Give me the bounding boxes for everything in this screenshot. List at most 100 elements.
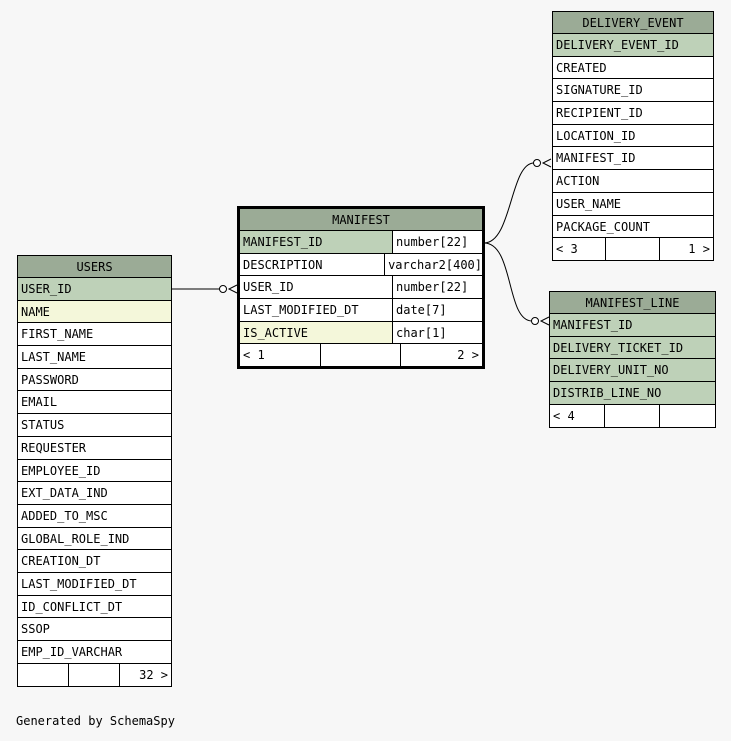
column-name: NAME (18, 300, 171, 323)
column-row: NAME (18, 300, 171, 324)
column-name: EMP_ID_VARCHAR (21, 645, 123, 659)
column-name: STATUS (21, 418, 65, 433)
column-name: FIRST_NAME (21, 327, 94, 342)
column-row: SSOP (18, 618, 171, 641)
column-name: LOCATION_ID (556, 128, 636, 143)
table-delivery-event[interactable]: DELIVERY_EVENT DELIVERY_EVENT_ID CREATED S… (552, 11, 714, 262)
column-name: LAST_MODIFIED_DT (240, 299, 393, 321)
footer-parents-count: 2 > (457, 348, 479, 363)
footer-children-count: < 1 (240, 344, 321, 367)
column-name: ID_CONFLICT_DT (21, 599, 123, 614)
column-row: PACKAGE_COUNT (553, 216, 713, 239)
column-row: DELIVERY_EVENT_ID (553, 34, 713, 57)
footer-parents-count (660, 405, 715, 427)
footer-children-count (18, 663, 69, 686)
column-name: DELIVERY_UNIT_NO (550, 359, 715, 382)
table-footer: < 3 1 > (553, 238, 713, 261)
column-row: ACTION (553, 170, 713, 193)
column-row: LAST_MODIFIED_DT (18, 573, 171, 596)
link-optional-marker (531, 317, 539, 325)
table-footer: < 4 (550, 404, 715, 427)
column-row: DISTRIB_LINE_NO (550, 382, 715, 405)
link-crowfoot (539, 316, 550, 326)
column-name: SSOP (21, 622, 50, 637)
column-row: EMPLOYEE_ID (18, 460, 171, 483)
column-name: MANIFEST_ID (556, 151, 636, 166)
column-name: DELIVERY_TICKET_ID (550, 336, 715, 359)
link-manifest-manifest-line (483, 242, 533, 322)
column-name: IS_ACTIVE (240, 321, 393, 344)
column-row: PASSWORD (18, 369, 171, 392)
column-row: STATUS (18, 414, 171, 437)
column-row: EXT_DATA_IND (18, 482, 171, 505)
footer-children-count: < 4 (550, 404, 605, 427)
column-row: DELIVERY_UNIT_NO (550, 359, 715, 383)
column-name: USER_NAME (556, 196, 622, 211)
column-name: EMAIL (21, 395, 58, 410)
column-row: CREATION_DT (18, 550, 171, 573)
link-crowfoot (227, 284, 238, 294)
footer-spacer (321, 344, 402, 367)
link-optional-marker (219, 285, 227, 293)
column-name: LAST_MODIFIED_DT (21, 576, 137, 591)
column-row: USER_ID (18, 278, 171, 301)
generated-by-caption: Generated by SchemaSpy (16, 714, 175, 728)
footer-parents-count: 1 > (688, 242, 710, 257)
column-name: CREATION_DT (21, 554, 101, 569)
column-row: RECIPIENT_ID (553, 102, 713, 125)
column-name: PACKAGE_COUNT (556, 219, 650, 234)
column-name: MANIFEST_ID (550, 314, 715, 336)
column-name: ACTION (556, 174, 600, 189)
column-name: USER_ID (240, 276, 393, 299)
column-type: char[1] (396, 325, 447, 340)
footer-children-count: < 3 (553, 238, 607, 261)
column-type: number[22] (396, 280, 469, 295)
column-row: LAST_NAME (18, 346, 171, 369)
column-type: number[22] (396, 235, 469, 249)
table-title: DELIVERY_EVENT (553, 12, 713, 34)
footer-parents-count: 32 > (139, 667, 168, 682)
column-name: LAST_NAME (21, 350, 87, 365)
column-row: MANIFEST_ID (553, 147, 713, 171)
column-row: ADDED_TO_MSC (18, 505, 171, 528)
column-row: EMAIL (18, 391, 171, 415)
column-row: MANIFEST_ID (550, 314, 715, 337)
table-title: MANIFEST_LINE (550, 292, 715, 314)
footer-spacer (605, 404, 660, 427)
column-name: DESCRIPTION (240, 253, 386, 276)
column-name: CREATED (556, 60, 607, 75)
column-name: GLOBAL_ROLE_IND (21, 531, 130, 546)
column-row: ID_CONFLICT_DT (18, 596, 171, 619)
column-name: USER_ID (18, 278, 171, 300)
link-manifest-delivery-event (483, 162, 535, 244)
column-row: FIRST_NAME (18, 323, 171, 347)
column-name: REQUESTER (21, 440, 87, 455)
column-row: SIGNATURE_ID (553, 79, 713, 103)
footer-spacer (606, 238, 660, 261)
link-crowfoot (541, 158, 552, 168)
column-row: DELIVERY_TICKET_ID (550, 336, 715, 360)
column-name: ADDED_TO_MSC (21, 508, 108, 523)
column-type: varchar2[400] (388, 257, 482, 272)
column-row: REQUESTER (18, 437, 171, 460)
column-name: SIGNATURE_ID (556, 83, 643, 98)
link-optional-marker (533, 159, 541, 167)
column-row: LOCATION_ID (553, 125, 713, 148)
column-type: date[7] (396, 303, 447, 318)
table-footer: 32 > (18, 663, 171, 686)
column-row: GLOBAL_ROLE_IND (18, 528, 171, 551)
column-row: USER_NAME (553, 193, 713, 216)
footer-spacer (69, 663, 120, 686)
column-name: RECIPIENT_ID (556, 106, 643, 121)
column-name: MANIFEST_ID (240, 231, 393, 253)
column-name: EXT_DATA_IND (21, 486, 108, 501)
column-name: PASSWORD (21, 372, 79, 387)
